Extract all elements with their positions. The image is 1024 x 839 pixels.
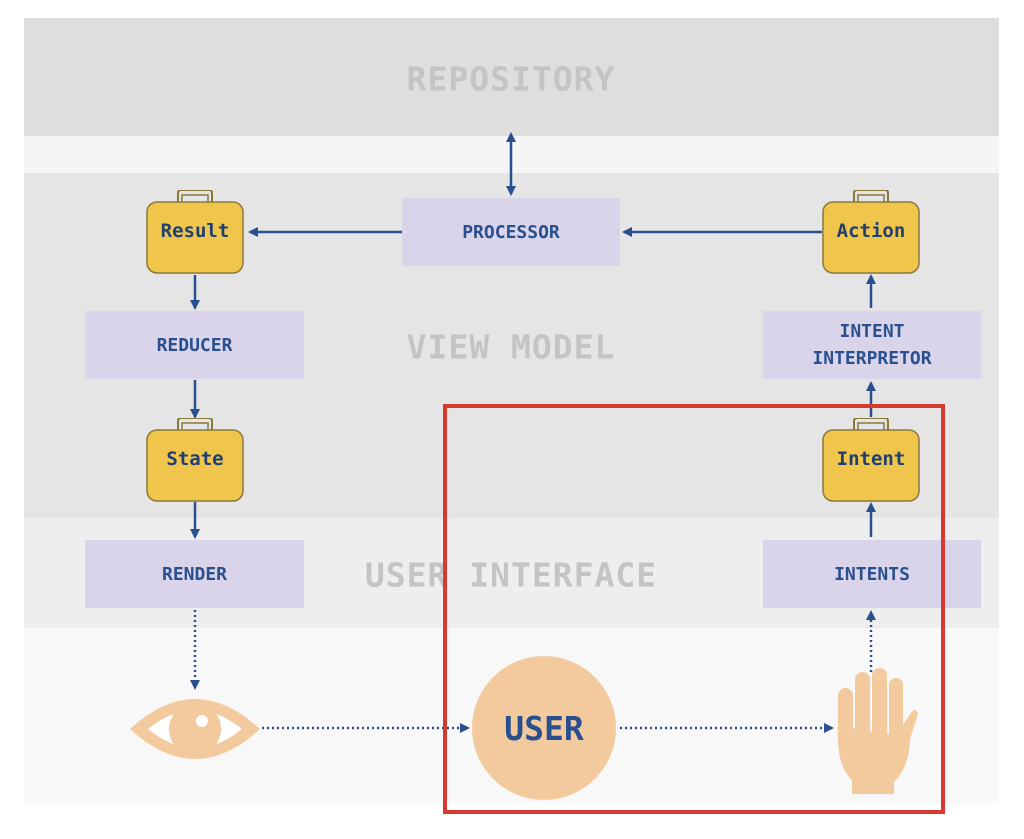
- user-interface-label: USER INTERFACE: [364, 555, 658, 595]
- highlight-frame: [443, 404, 945, 814]
- reducer-label: REDUCER: [156, 334, 233, 356]
- result-case: Result: [146, 190, 244, 274]
- briefcase-icon: [822, 190, 920, 274]
- reducer-box: REDUCER: [85, 311, 304, 379]
- view-model-label: VIEW MODEL: [406, 327, 616, 367]
- briefcase-icon: [822, 418, 920, 502]
- repository-label: REPOSITORY: [406, 59, 616, 99]
- repository-band: [24, 18, 999, 136]
- state-label: State: [166, 448, 224, 470]
- intent-interpretor-line1: INTENT: [839, 321, 905, 342]
- user-node: USER: [472, 656, 616, 800]
- intent-interpretor-box: INTENT INTERPRETOR: [763, 311, 981, 379]
- result-label: Result: [160, 220, 230, 242]
- processor-label: PROCESSOR: [462, 221, 560, 243]
- intent-case: Intent: [822, 418, 920, 502]
- briefcase-icon: [146, 418, 244, 502]
- intent-label: Intent: [836, 448, 906, 470]
- briefcase-icon: [146, 190, 244, 274]
- processor-box: PROCESSOR: [402, 198, 620, 266]
- intent-interpretor-line2: INTERPRETOR: [812, 348, 932, 369]
- action-case: Action: [822, 190, 920, 274]
- state-case: State: [146, 418, 244, 502]
- eye-icon: [128, 693, 262, 765]
- user-label: USER: [504, 708, 584, 748]
- intents-label: INTENTS: [834, 563, 910, 585]
- render-box: RENDER: [85, 540, 304, 608]
- action-label: Action: [836, 220, 906, 242]
- render-label: RENDER: [161, 563, 228, 585]
- hand-icon: [826, 666, 918, 794]
